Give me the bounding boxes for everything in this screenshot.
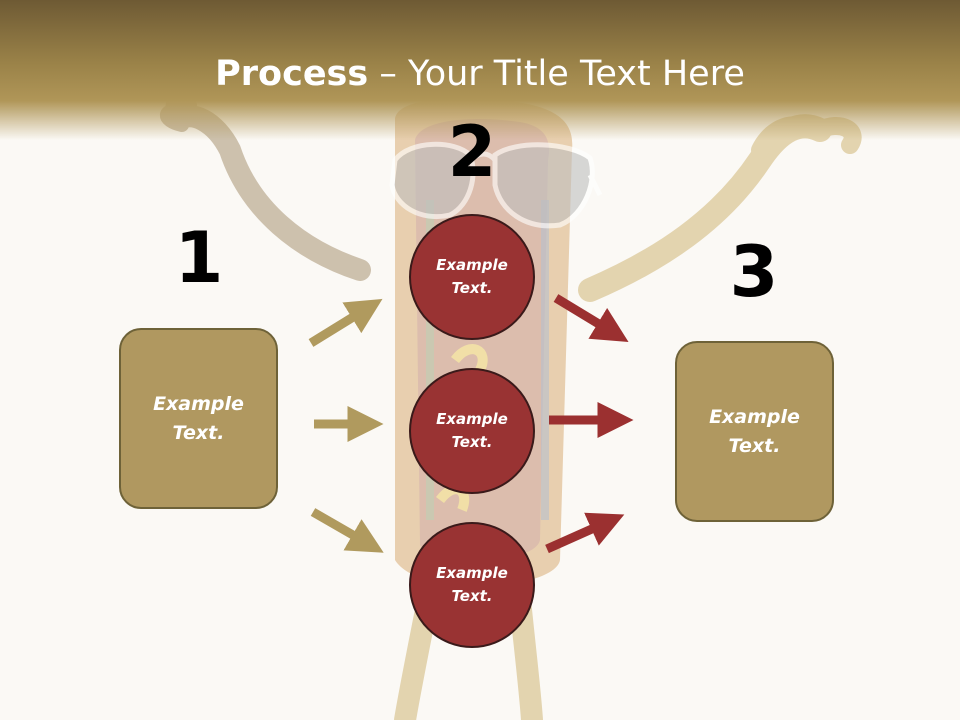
circle-3-content: Example Text. [436, 562, 508, 608]
circle-2-line1: Example [436, 410, 508, 428]
circle-step-2[interactable]: Example Text. [409, 368, 535, 494]
left-text-box[interactable]: Example Text. [119, 328, 278, 509]
circle-2-line2: Text. [451, 433, 493, 451]
circle-step-3[interactable]: Example Text. [409, 522, 535, 648]
right-box-line2: Text. [728, 434, 781, 457]
left-box-line2: Text. [172, 421, 225, 444]
arrow-circle-1-to-right [553, 294, 629, 343]
title-rest: – Your Title Text Here [368, 54, 745, 94]
circle-step-1[interactable]: Example Text. [409, 214, 535, 340]
left-box-line1: Example [153, 392, 244, 415]
right-text-box-content: Example Text. [709, 403, 800, 461]
arrow-circle-3-to-right [545, 512, 625, 554]
title-bar [0, 0, 960, 140]
arrow-left-to-circle-3 [310, 508, 384, 553]
circle-1-line2: Text. [451, 279, 493, 297]
circle-3-line1: Example [436, 564, 508, 582]
title-bold: Process [215, 54, 369, 94]
circle-1-line1: Example [436, 256, 508, 274]
left-text-box-content: Example Text. [153, 390, 244, 448]
arrow-left-to-circle-1 [308, 298, 383, 347]
right-text-box[interactable]: Example Text. [675, 341, 834, 522]
right-box-line1: Example [709, 405, 800, 428]
circle-1-content: Example Text. [436, 254, 508, 300]
step-number-3: 3 [729, 231, 779, 313]
slide-title: Process – Your Title Text Here [0, 52, 960, 96]
step-number-2: 2 [447, 111, 497, 193]
circle-3-line2: Text. [451, 587, 493, 605]
step-number-1: 1 [174, 217, 224, 299]
circle-2-content: Example Text. [436, 408, 508, 454]
